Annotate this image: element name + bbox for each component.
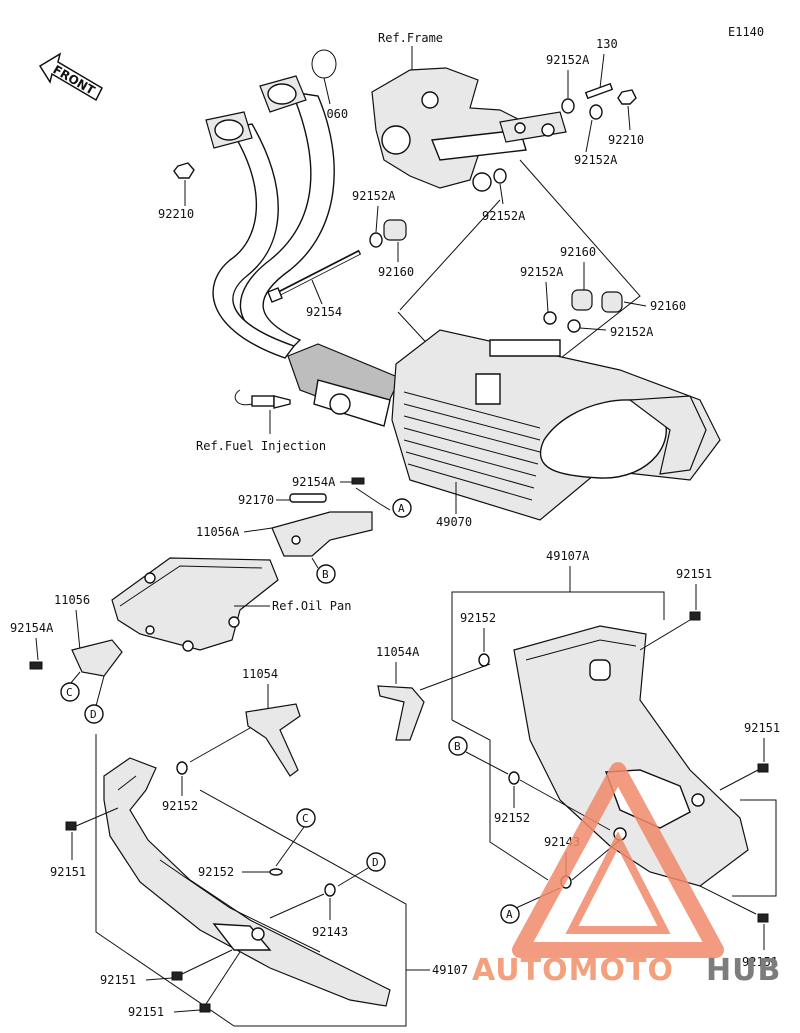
bracket-11056: [71, 639, 123, 677]
label-92152A-1: 92152A: [546, 53, 590, 67]
label-ref-fuel-injection: Ref.Fuel Injection: [196, 439, 326, 453]
grommet-92143-2: [324, 883, 336, 897]
screw-92151-1: [689, 611, 701, 621]
label-92152-4: 92152: [198, 865, 234, 879]
washer-92152A-4: [369, 232, 383, 248]
rubber-92160-2: [571, 289, 593, 311]
exhaust-header-pipes: [205, 75, 335, 359]
callout-B-1-text: B: [322, 568, 329, 581]
washer-92152A-3: [493, 168, 507, 184]
label-92143-2: 92143: [312, 925, 348, 939]
callout-D-2: [366, 852, 386, 872]
watermark-brand-red: AUTOMOTO: [472, 953, 674, 988]
callout-A-2-text: A: [506, 908, 513, 921]
screw-92151-6: [199, 1003, 211, 1013]
callout-B-2-text: B: [454, 740, 461, 753]
bolt-130: [584, 82, 614, 100]
label-92170: 92170: [238, 493, 274, 507]
bracket-11054: [245, 703, 301, 777]
rubber-92160-1: [383, 219, 407, 241]
callout-D-1-text: D: [90, 708, 97, 721]
nut-92210-left: [173, 162, 195, 179]
label-92210-right: 92210: [608, 133, 644, 147]
label-49107A: 49107A: [546, 549, 590, 563]
label-92152A-4: 92152A: [352, 189, 396, 203]
bracket-11056A: [271, 511, 373, 557]
washer-92152A-6: [567, 319, 581, 333]
o2-sensor: [234, 389, 291, 409]
callout-D-1: [84, 704, 104, 724]
label-92154: 92154: [306, 305, 342, 319]
rubber-92160-3: [601, 291, 623, 313]
label-11054: 11054: [242, 667, 278, 681]
rubber-shield: [589, 659, 611, 681]
heat-shield-49107A: [513, 625, 749, 887]
frame-bracket: [371, 67, 567, 192]
label-92151-3: 92151: [742, 955, 778, 969]
label-92160-2: 92160: [560, 245, 596, 259]
label-92151-2: 92151: [744, 721, 780, 735]
label-ref-frame: Ref.Frame: [378, 31, 443, 45]
diagram-code: E1140: [728, 25, 764, 39]
oil-pan: [111, 557, 279, 652]
bolt-92154A-1: [351, 477, 365, 485]
callout-A-1-text: A: [398, 502, 405, 515]
label-ref-oil-pan: Ref.Oil Pan: [272, 599, 351, 613]
callout-C-2: [296, 808, 316, 828]
gasket-ring: [311, 49, 337, 79]
callout-A-2: [500, 904, 520, 924]
washer-92152A-2: [589, 104, 603, 120]
label-92152-3: 92152: [162, 799, 198, 813]
label-11054A: 11054A: [376, 645, 420, 659]
label-92152-2: 92152: [494, 811, 530, 825]
label-92160-1: 92160: [378, 265, 414, 279]
label-130: 130: [596, 37, 618, 51]
watermark-logo: [512, 762, 724, 958]
watermark-brand-grey: HUB: [706, 953, 781, 988]
label-92152A-3: 92152A: [482, 209, 526, 223]
callout-A-1: [392, 498, 412, 518]
bolt-92154A-2: [29, 661, 43, 670]
label-92160-3: 92160: [650, 299, 686, 313]
label-92152A-6: 92152A: [610, 325, 654, 339]
washer-92152A-1: [561, 98, 575, 114]
label-92151-6: 92151: [128, 1005, 164, 1019]
muffler-49070: [287, 329, 721, 521]
callout-B-2: [448, 736, 468, 756]
heat-shield-49107: [103, 757, 391, 1007]
washer-92152-2: [508, 771, 520, 785]
callout-C-1: [60, 682, 80, 702]
label-92151-1: 92151: [676, 567, 712, 581]
front-label: FRONT: [51, 62, 98, 97]
label-92154A-2: 92154A: [10, 621, 54, 635]
washer-92152-3: [176, 761, 188, 775]
callout-D-2-text: D: [372, 856, 379, 869]
label-11056A: 11056A: [196, 525, 240, 539]
screw-92151-5: [171, 971, 183, 981]
bracket-11054A: [377, 685, 425, 741]
label-49070: 49070: [436, 515, 472, 529]
washer-92152-1: [478, 653, 490, 667]
label-92151-5: 92151: [100, 973, 136, 987]
callout-C-2-text: C: [302, 812, 309, 825]
label-92151-4: 92151: [50, 865, 86, 879]
callout-C-1-text: C: [66, 686, 73, 699]
washer-92152A-5: [543, 311, 557, 325]
nut-92210-right: [617, 89, 637, 105]
label-92152A-5: 92152A: [520, 265, 564, 279]
front-arrow-icon: FRONT: [38, 52, 103, 102]
label-92152-1: 92152: [460, 611, 496, 625]
screw-92151-4: [65, 821, 77, 831]
callout-B-1: [316, 564, 336, 584]
label-49107: 49107: [432, 963, 468, 977]
label-92154A-1: 92154A: [292, 475, 336, 489]
label-11056: 11056: [54, 593, 90, 607]
screw-92151-2: [757, 763, 769, 773]
label-92210-left: 92210: [158, 207, 194, 221]
washer-92152-4: [269, 868, 283, 876]
label-92152A-2: 92152A: [574, 153, 618, 167]
clamp-92170: [289, 493, 327, 503]
screw-92151-3: [757, 913, 769, 923]
